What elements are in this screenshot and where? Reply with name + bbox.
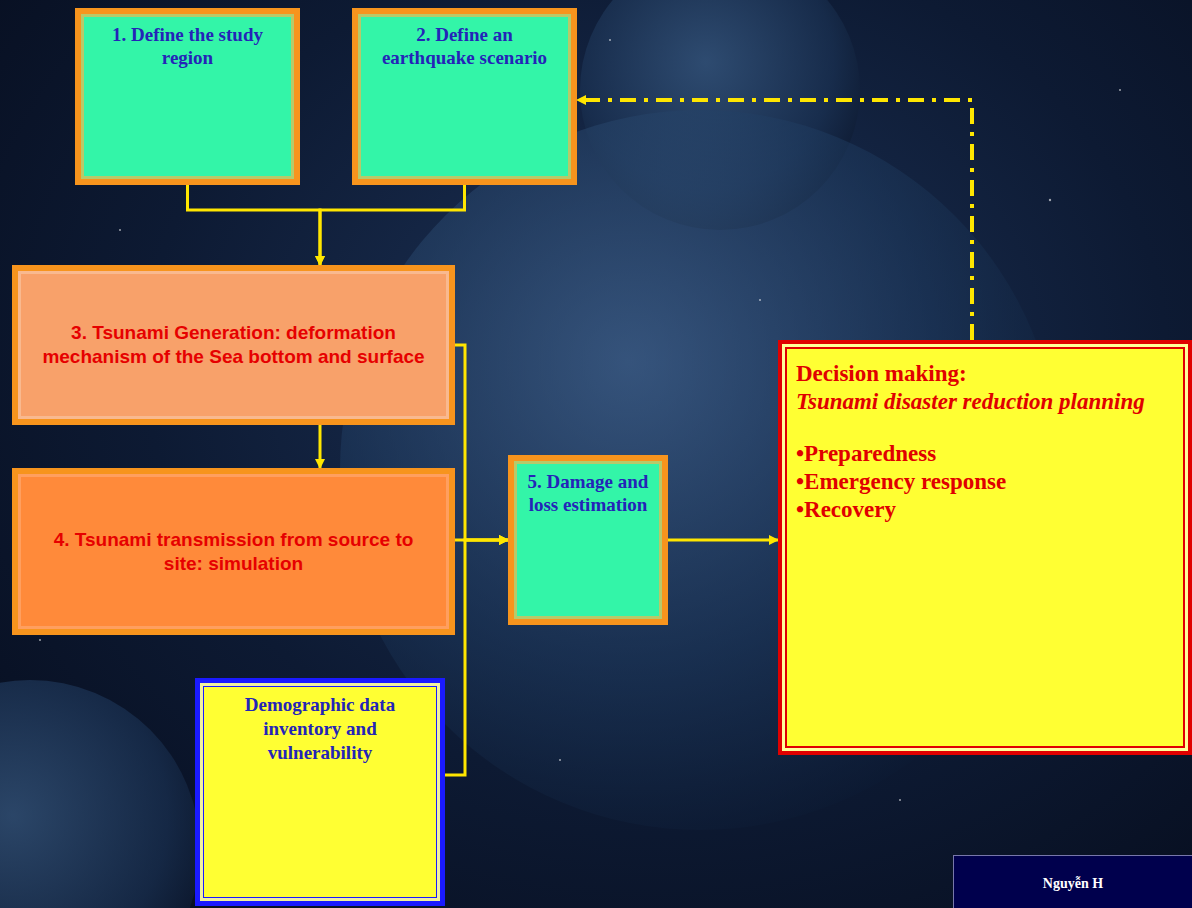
input-box: Demographic data inventory and vulnerabi… xyxy=(195,678,445,906)
flow-arrow xyxy=(188,185,321,265)
box-heading: 3. Tsunami Generation: deformation mecha… xyxy=(32,321,435,369)
feedback-arrow xyxy=(577,100,972,340)
box-heading: 5. Damage and loss estimation xyxy=(524,471,652,517)
flow-arrow xyxy=(668,539,778,542)
author-label: Nguyễn H xyxy=(953,855,1192,908)
box-heading: 4. Tsunami transmission from source to s… xyxy=(32,528,435,576)
box-heading: 2. Define an earthquake scenario xyxy=(368,24,561,70)
box-text: •Recovery xyxy=(796,496,896,524)
box-heading: 1. Define the study region xyxy=(91,24,284,70)
flow-arrow xyxy=(455,345,508,540)
flow-arrow xyxy=(320,185,465,265)
decision-box: Decision making:Tsunami disaster reducti… xyxy=(778,340,1192,755)
box-text: Tsunami disaster reduction planning xyxy=(796,388,1145,416)
box-heading: Demographic data inventory and vulnerabi… xyxy=(210,693,430,764)
planet xyxy=(0,680,200,908)
box-text: •Preparedness xyxy=(796,440,936,468)
flow-arrow xyxy=(319,425,322,468)
process-box: 3. Tsunami Generation: deformation mecha… xyxy=(12,265,455,425)
box-heading: Decision making: xyxy=(796,360,967,388)
step-box: 5. Damage and loss estimation xyxy=(508,455,668,625)
box-text: •Emergency response xyxy=(796,468,1006,496)
step-box: 2. Define an earthquake scenario xyxy=(352,8,577,185)
process-box: 4. Tsunami transmission from source to s… xyxy=(12,468,455,635)
step-box: 1. Define the study region xyxy=(75,8,300,185)
